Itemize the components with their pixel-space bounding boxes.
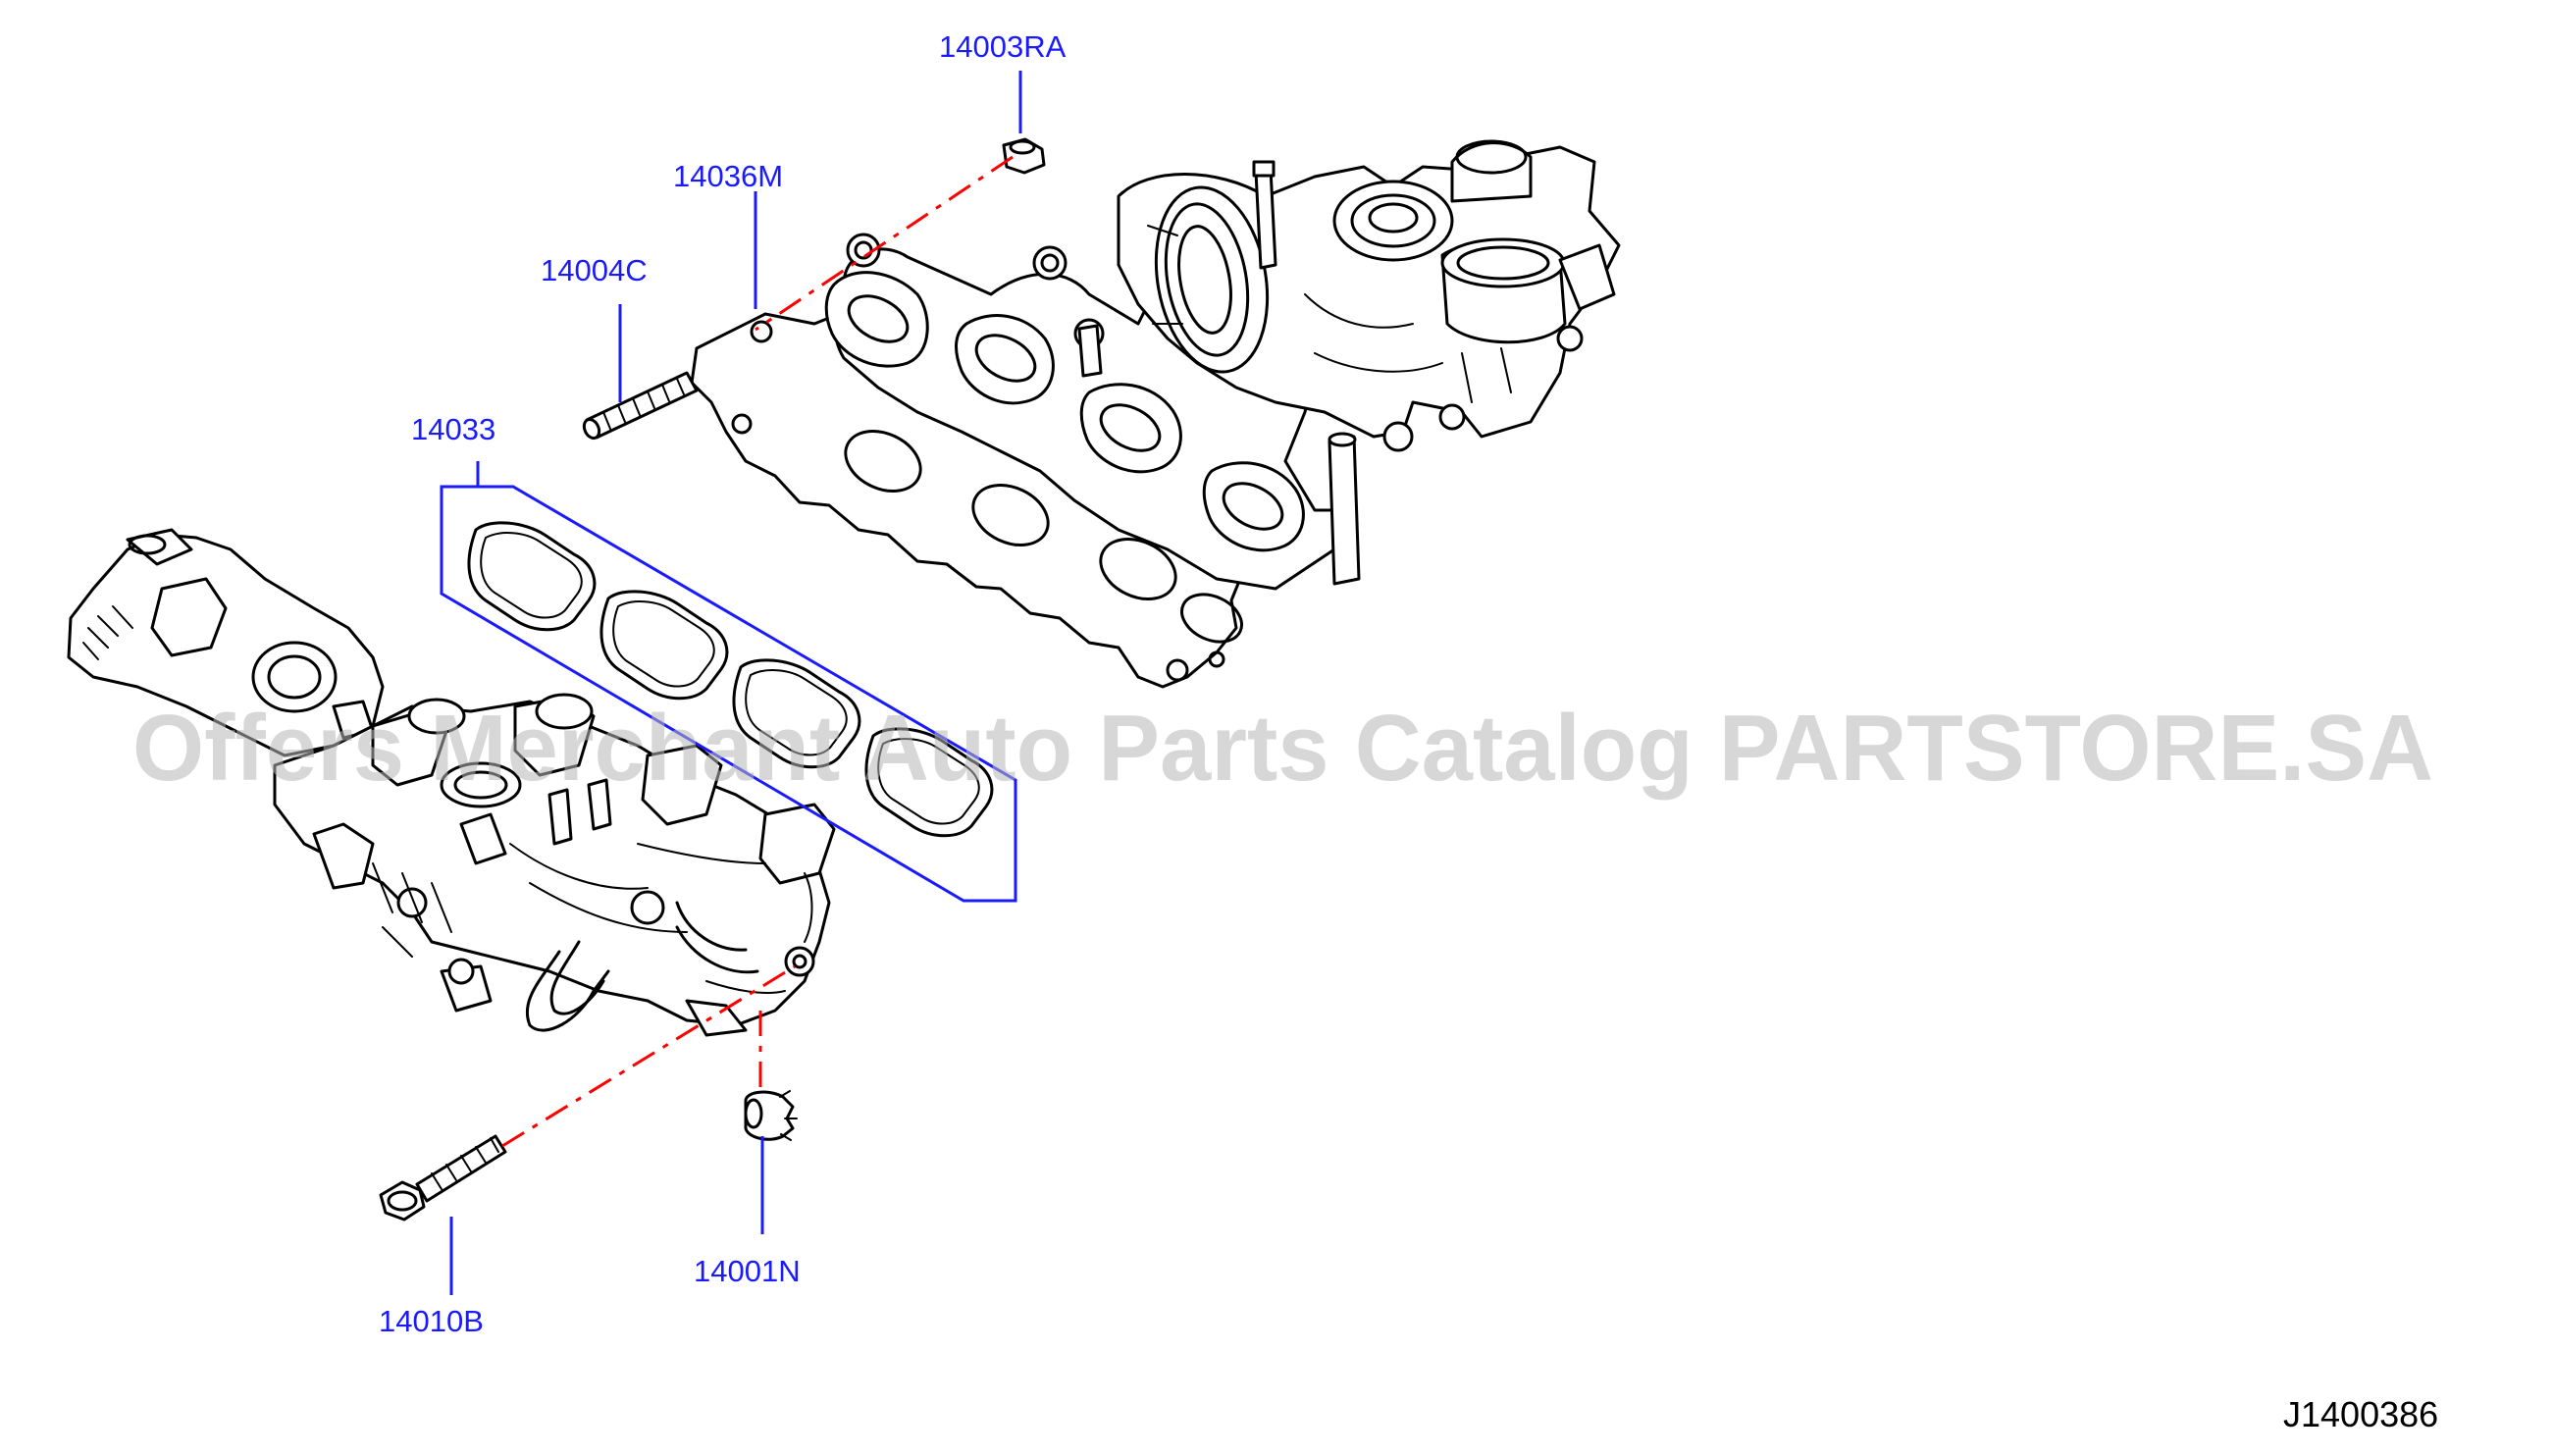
leader-14033-bracket — [440, 461, 1017, 903]
label-14036m: 14036M — [673, 159, 783, 193]
bolt-14010b[interactable] — [379, 1134, 507, 1222]
label-14010b: 14010B — [379, 1304, 484, 1338]
label-14004c: 14004C — [541, 253, 648, 287]
intake-manifold-gaskets-14033[interactable] — [467, 521, 994, 838]
center-line-bolt — [501, 964, 796, 1148]
exhaust-manifold-turbocharger — [824, 139, 1621, 591]
clip-14001n[interactable] — [744, 1090, 798, 1141]
stud-14004c[interactable] — [581, 371, 699, 441]
watermark: Offers Merchant Auto Parts Catalog PARTS… — [132, 696, 2433, 801]
drawing-code: J1400386 — [2283, 1394, 2438, 1434]
label-14003ra: 14003RA — [939, 29, 1067, 64]
intake-manifold-throttle-body — [67, 528, 836, 1037]
label-14001n: 14001N — [694, 1254, 801, 1288]
label-14033: 14033 — [411, 412, 495, 446]
center-line-nut-stud — [755, 155, 1014, 332]
nut-14003ra[interactable] — [1002, 137, 1046, 175]
